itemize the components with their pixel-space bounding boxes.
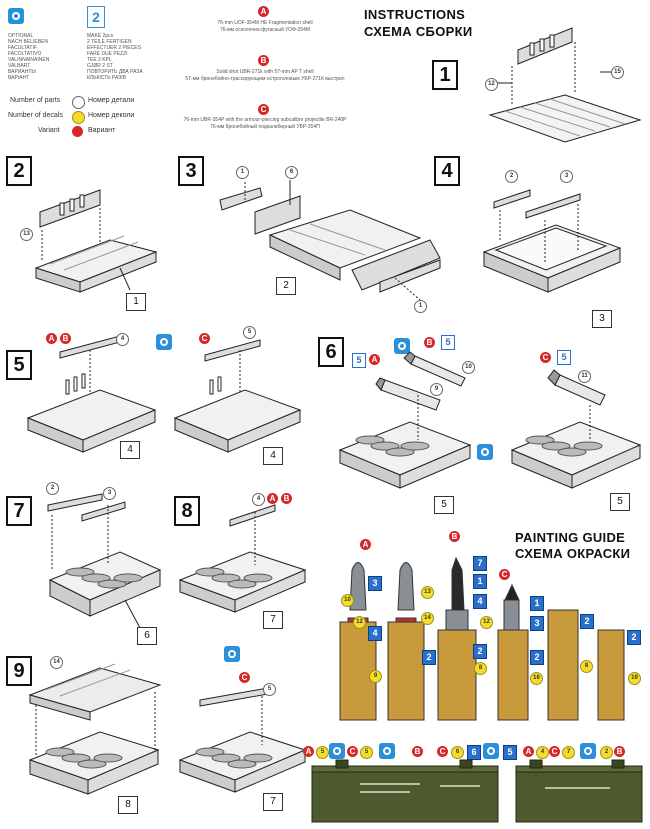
- ammo-boxes-drawing: [0, 0, 650, 829]
